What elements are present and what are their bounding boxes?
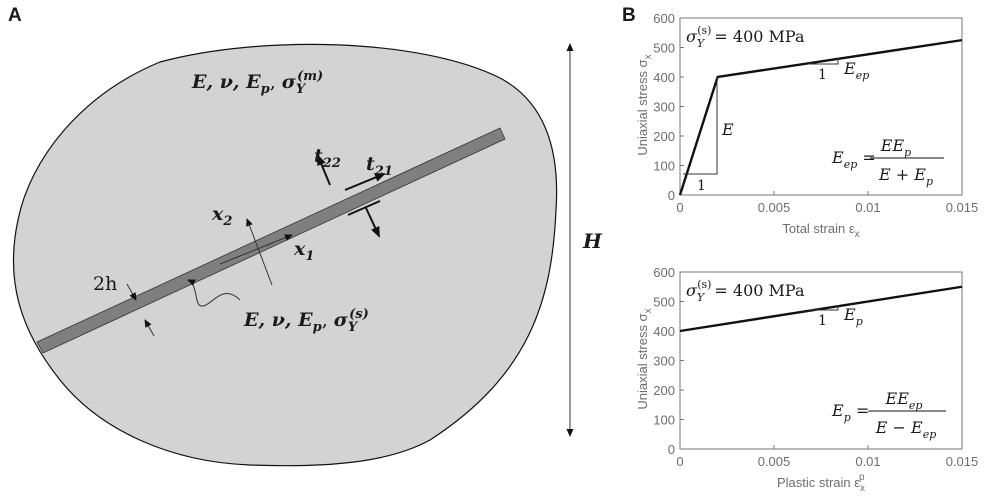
svg-text:Eep =: Eep = [831, 148, 876, 171]
chart-plastic-strain-ytick-label: 100 [653, 413, 675, 428]
panel-b-label: B [622, 5, 636, 26]
elastic-slope-triangle [683, 76, 718, 175]
chart-plastic-strain-ylabel: Uniaxial stress σx [635, 308, 654, 409]
chart-plastic-strain-ytick-label: 400 [653, 324, 675, 339]
chart-total-strain-ytick-label: 500 [653, 41, 675, 56]
chart-total-strain-ytick-label: 400 [653, 70, 675, 85]
chart-plastic-strain-xtick-label: 0.015 [946, 454, 979, 469]
matrix-region [12, 43, 558, 467]
local-axes: x2 x1 [211, 203, 314, 286]
svg-text:EEp: EEp [880, 136, 911, 159]
band-properties-label: E, ν, Ep, σY(s) [243, 307, 369, 335]
elastic-slope-label: E [721, 120, 734, 139]
chart-total-strain-ylabel: Uniaxial stress σx [635, 54, 654, 155]
chart-plastic-strain-ytick-label: 300 [653, 354, 675, 369]
chart-total-strain-xlabel: Total strain εx [782, 221, 859, 240]
plastic-slope-one: 1 [818, 67, 827, 83]
svg-text:E, ν, Ep, σY(m): E, ν, Ep, σY(m) [191, 69, 323, 97]
chart-plastic-strain-xtick-label: 0 [676, 454, 683, 469]
svg-text:Ep =: Ep = [831, 401, 869, 424]
height-dimension: H [566, 43, 603, 437]
chart-total-strain-xtick-label: 0.015 [946, 200, 979, 215]
chart-total-strain-ticks: 0 100 200 300 400 500 600 0 0.005 0.01 0.015 [653, 11, 978, 215]
chart-total-strain-yield-label: σY(s)= 400 MPa [686, 24, 805, 50]
plastic2-slope-label: Ep [843, 305, 863, 328]
plastic-slope-triangle [808, 58, 839, 65]
chart-total-strain-ytick-label: 200 [653, 129, 675, 144]
svg-text:E, ν, Ep, σY(s): E, ν, Ep, σY(s) [243, 307, 369, 335]
chart-plastic-strain-formula: Ep = EEep E − Eep [831, 389, 946, 441]
traction-vectors: t22 t21 [314, 145, 393, 238]
shear-band [36, 127, 506, 354]
chart-total-strain-xtick-label: 0.01 [855, 200, 880, 215]
svg-text:2h: 2h [93, 273, 117, 295]
plastic2-slope-one: 1 [818, 313, 827, 329]
chart-total-strain-ytick-label: 300 [653, 100, 675, 115]
chart-total-strain-curve [678, 38, 963, 196]
chart-total-strain-ytick-label: 0 [668, 188, 675, 203]
svg-text:E + Ep: E + Ep [878, 165, 933, 188]
chart-plastic-strain-xlabel: Plastic strain εxp [777, 472, 865, 494]
chart-plastic-strain-curve [679, 285, 963, 333]
chart-plastic-strain-ytick-label: 500 [653, 295, 675, 310]
chart-plastic-strain: 0 100 200 300 400 500 600 0 0.005 0.01 0.015 Uniax… [635, 265, 978, 494]
svg-text:E − Eep: E − Eep [875, 418, 937, 441]
x2-label: x2 [211, 203, 232, 229]
thickness-annotation: 2h [93, 273, 155, 337]
t22-label: t22 [314, 145, 341, 171]
chart-plastic-strain-ytick-label: 200 [653, 383, 675, 398]
band-leader-line [187, 279, 241, 307]
panel-a: A E, ν, Ep, σY(m) E, ν, Ep, σY(s) 2h [8, 5, 603, 467]
height-label: H [582, 229, 603, 253]
chart-plastic-strain-ytick-label: 600 [653, 265, 675, 280]
t21-label: t21 [366, 153, 393, 179]
chart-plastic-strain-ytick-label: 0 [668, 442, 675, 457]
chart-total-strain-ytick-label: 600 [653, 11, 675, 26]
panel-a-label: A [8, 5, 22, 26]
chart-total-strain-xtick-label: 0.005 [758, 200, 791, 215]
plastic2-slope-triangle [808, 305, 839, 311]
chart-plastic-strain-xtick-label: 0.01 [855, 454, 880, 469]
chart-total-strain: 0 100 200 300 400 500 600 0 0.005 0.01 0.015 Uniax… [635, 11, 978, 240]
chart-total-strain-formula: Eep = EEp E + Ep [831, 136, 944, 188]
chart-plastic-strain-xtick-label: 0.005 [758, 454, 791, 469]
chart-total-strain-ytick-label: 100 [653, 159, 675, 174]
chart-total-strain-xtick-label: 0 [676, 200, 683, 215]
chart-plastic-strain-ticks: 0 100 200 300 400 500 600 0 0.005 0.01 0.015 [653, 265, 978, 469]
x1-label: x1 [293, 238, 314, 264]
chart-plastic-strain-yield-label: σY(s)= 400 MPa [686, 278, 805, 304]
plastic-slope-label: Eep [843, 59, 869, 82]
svg-text:EEep: EEep [885, 389, 923, 412]
matrix-properties-label: E, ν, Ep, σY(m) [191, 69, 323, 97]
elastic-slope-one: 1 [697, 178, 706, 194]
